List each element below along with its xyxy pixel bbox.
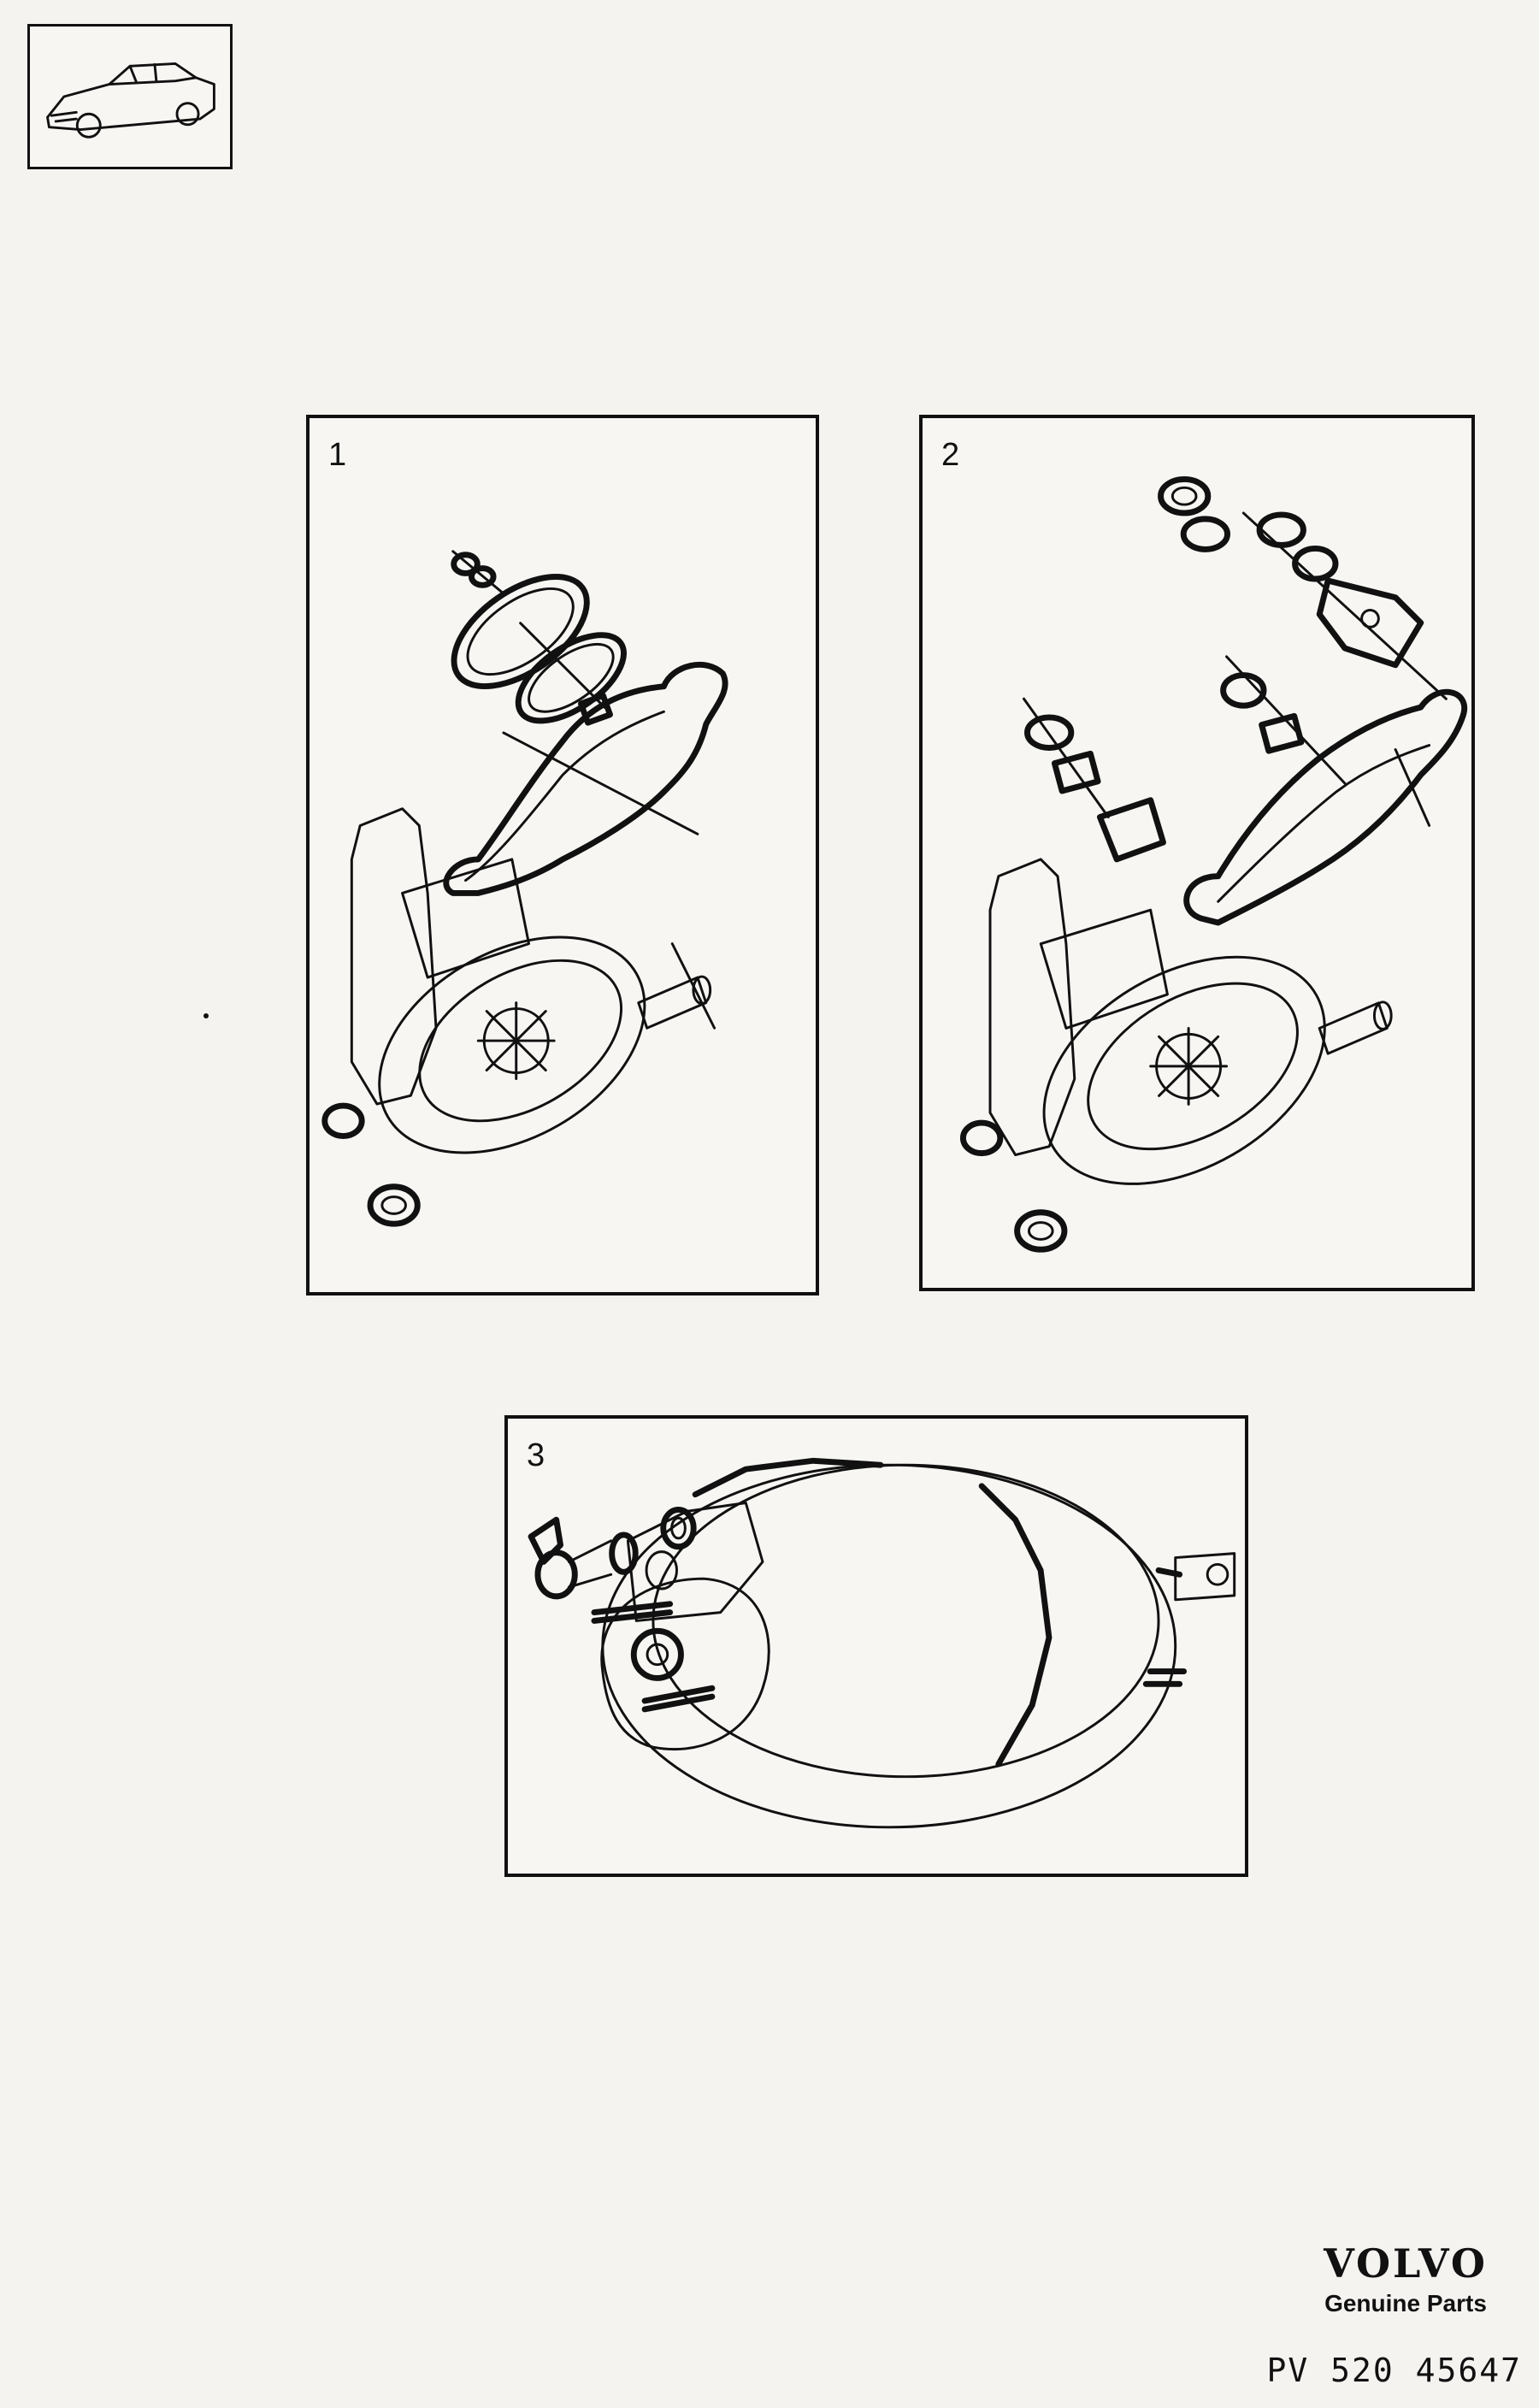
brand-logo: VOLVO bbox=[1324, 2240, 1488, 2287]
scan-speck bbox=[203, 1013, 209, 1018]
brand-block: VOLVO Genuine Parts bbox=[1303, 2240, 1508, 2317]
vacuum-pump-valve-kit-diagram bbox=[959, 475, 1468, 1253]
brand-subtitle: Genuine Parts bbox=[1324, 2290, 1487, 2317]
diagram-panel-3: 3 bbox=[504, 1415, 1248, 1877]
brake-booster-diagram bbox=[528, 1457, 1236, 1829]
diagram-panel-2: 2 bbox=[919, 415, 1475, 1291]
vacuum-pump-gasket-kit-diagram bbox=[321, 550, 728, 1227]
vehicle-thumbnail bbox=[27, 24, 233, 169]
panel-number: 1 bbox=[328, 437, 347, 473]
diagram-panel-1: 1 bbox=[306, 415, 819, 1295]
part-reference: PV 520 45647 bbox=[1266, 2352, 1522, 2389]
panel-number: 3 bbox=[527, 1437, 545, 1473]
car-sedan-icon bbox=[46, 62, 215, 139]
panel-number: 2 bbox=[941, 437, 960, 473]
